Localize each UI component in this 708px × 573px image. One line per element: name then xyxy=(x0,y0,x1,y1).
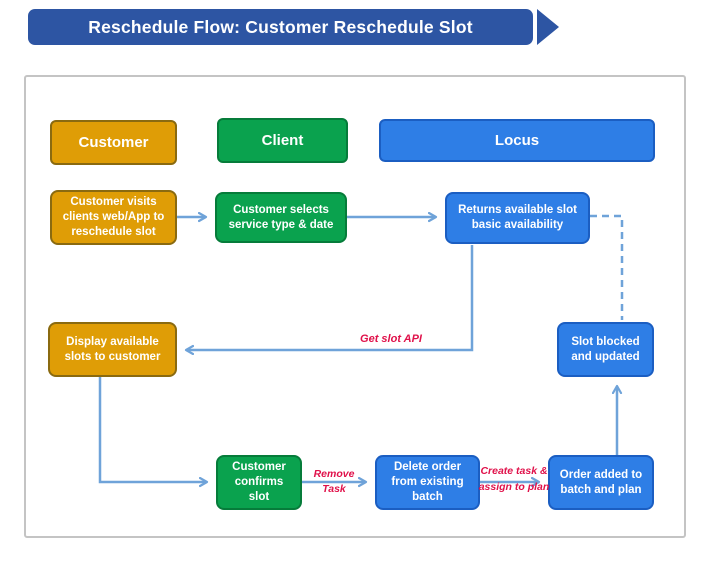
banner-arrow-icon xyxy=(537,9,559,45)
lane-header-customer: Customer xyxy=(50,120,177,165)
node-returns-availability-label: Returns available slot basic availabilit… xyxy=(458,204,577,231)
node-order-added-label: Order added to batch and plan xyxy=(559,468,643,496)
node-customer-visits-label: Customer visits clients web/App to resch… xyxy=(62,196,165,238)
node-display-slots: Display available slots to customer xyxy=(48,322,177,377)
node-delete-order: Delete order from existing batch xyxy=(375,455,480,510)
lane-header-customer-label: Customer xyxy=(78,133,149,151)
title-banner: Reschedule Flow: Customer Reschedule Slo… xyxy=(28,9,533,45)
edge-label-create-task: Create task & assign to plan xyxy=(478,463,550,496)
node-display-slots-label: Display available slots to customer xyxy=(64,335,161,363)
node-customer-confirms-label: Customer confirms slot xyxy=(232,461,286,503)
edge-label-remove-task: Remove Task xyxy=(313,468,355,496)
edge-label-get-slot-api: Get slot API xyxy=(360,333,422,345)
node-customer-visits: Customer visits clients web/App to resch… xyxy=(50,190,177,245)
node-delete-order-label: Delete order from existing batch xyxy=(391,461,464,503)
node-customer-confirms: Customer confirms slot xyxy=(216,455,302,510)
node-returns-availability: Returns available slot basic availabilit… xyxy=(445,192,590,244)
page-title: Reschedule Flow: Customer Reschedule Slo… xyxy=(88,16,473,37)
node-order-added: Order added to batch and plan xyxy=(548,455,654,510)
node-slot-blocked: Slot blocked and updated xyxy=(557,322,654,377)
node-customer-selects-label: Customer selects service type & date xyxy=(228,203,334,231)
node-customer-selects: Customer selects service type & date xyxy=(215,192,347,243)
lane-header-locus-label: Locus xyxy=(494,131,540,149)
edge-label-create-task-line1: Create task & xyxy=(480,465,548,477)
edge-label-create-task-line2: assign to plan xyxy=(478,481,550,494)
lane-header-client-label: Client xyxy=(261,131,304,149)
lane-header-client: Client xyxy=(217,118,348,163)
node-slot-blocked-label: Slot blocked and updated xyxy=(571,335,640,363)
lane-header-locus: Locus xyxy=(379,119,655,162)
